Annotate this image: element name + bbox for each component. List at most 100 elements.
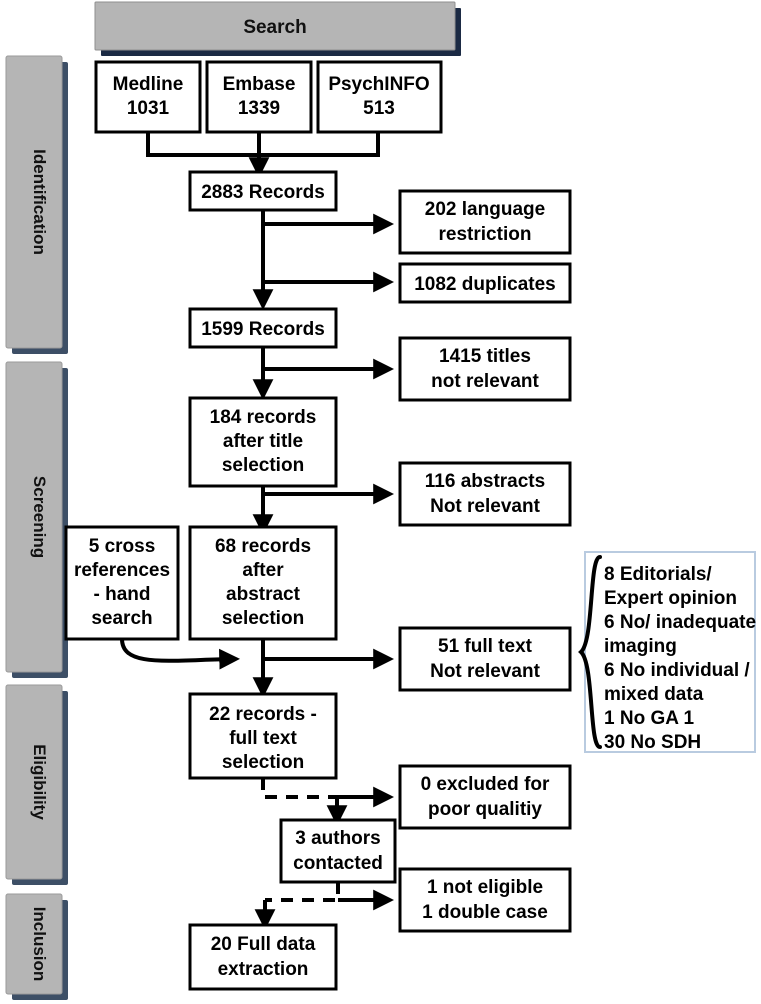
node-exclusion-fulltext-line1: 51 full text [438, 636, 533, 657]
node-final-extraction-line2: extraction [218, 959, 309, 980]
source-box-psychinfo-count: 513 [363, 98, 395, 119]
node-after-abstract-line3: abstract [226, 584, 301, 605]
node-exclusion-language: 202 language restriction [398, 189, 572, 255]
node-cross-references-line2: references [74, 560, 170, 581]
source-box-psychinfo-name: PsychINFO [328, 74, 429, 95]
node-exclusion-not-eligible-line2: 1 double case [422, 902, 548, 923]
node-cross-references-line1: 5 cross [89, 536, 156, 557]
node-exclusion-poor-quality-line1: 0 excluded for [421, 774, 550, 795]
node-cross-references-line4: search [91, 608, 152, 629]
node-exclusion-titles-line1: 1415 titles [439, 346, 531, 367]
node-exclusion-language-line1: 202 language [425, 199, 545, 220]
source-box-medline-count: 1031 [127, 98, 170, 119]
phase-label-eligibility: Eligibility [30, 744, 49, 820]
node-after-title-selection: 184 records after title selection [188, 396, 338, 488]
source-box-medline-rect [94, 60, 202, 134]
node-authors-contacted-line2: contacted [293, 853, 383, 874]
phase-label-inclusion: Inclusion [30, 907, 49, 982]
curly-brace-icon [578, 555, 602, 749]
node-records-after-dedup: 1599 Records [188, 307, 338, 349]
node-exclusion-poor-quality-rect [398, 764, 572, 830]
source-box-embase-count: 1339 [238, 98, 280, 119]
node-exclusion-abstracts-rect [398, 461, 572, 527]
exclusion-reason-line-2: Expert opinion [604, 588, 737, 609]
node-final-extraction-line1: 20 Full data [211, 934, 316, 955]
node-exclusion-fulltext: 51 full text Not relevant [398, 626, 572, 692]
connector-crossref-curve [120, 638, 240, 670]
node-fulltext-selection-line3: selection [222, 752, 304, 773]
node-cross-references-rect [64, 525, 180, 641]
node-exclusion-abstracts: 116 abstracts Not relevant [398, 461, 572, 527]
exclusion-reason-line-6: mixed data [604, 684, 704, 705]
node-exclusion-language-rect [398, 189, 572, 255]
connector-authors-to-final-dashed [265, 882, 340, 902]
node-after-abstract-line4: selection [222, 608, 304, 629]
exclusion-reason-line-5: 6 No individual / [604, 660, 750, 681]
search-header-band [94, 1, 456, 51]
node-exclusion-not-eligible-rect [398, 867, 572, 933]
node-records-total-rect [188, 170, 338, 212]
node-records-total-label: 2883 Records [201, 182, 325, 203]
node-exclusion-duplicates-rect [398, 262, 572, 304]
node-exclusion-abstracts-line2: Not relevant [430, 496, 540, 517]
node-exclusion-duplicates-line1: 1082 duplicates [414, 274, 556, 295]
node-cross-references: 5 cross references - hand search [64, 525, 180, 641]
node-after-abstract-line2: after [242, 560, 284, 581]
phase-band-identification-fill [5, 55, 63, 349]
node-exclusion-titles: 1415 titles not relevant [398, 336, 572, 402]
node-exclusion-not-eligible: 1 not eligible 1 double case [398, 867, 572, 933]
phase-band-inclusion: Inclusion [5, 893, 68, 1000]
source-box-psychinfo-rect [316, 60, 443, 134]
exclusion-reasons-panel-rect [584, 551, 756, 753]
node-exclusion-fulltext-rect [398, 626, 572, 692]
node-exclusion-titles-line2: not relevant [431, 371, 539, 392]
phase-band-eligibility-fill [5, 684, 63, 880]
source-box-embase: Embase 1339 [205, 60, 313, 134]
phase-label-identification: Identification [30, 149, 49, 255]
node-authors-contacted: 3 authors contacted [279, 818, 397, 884]
node-after-abstract-selection: 68 records after abstract selection [188, 525, 338, 641]
node-exclusion-poor-quality-line2: poor qualitiy [428, 799, 542, 820]
node-records-total: 2883 Records [188, 170, 338, 212]
node-exclusion-duplicates: 1082 duplicates [398, 262, 572, 304]
node-final-extraction-rect [188, 923, 338, 991]
exclusion-reason-line-8: 30 No SDH [604, 732, 701, 753]
node-exclusion-not-eligible-line1: 1 not eligible [427, 877, 543, 898]
node-exclusion-titles-rect [398, 336, 572, 402]
node-exclusion-fulltext-line2: Not relevant [430, 661, 540, 682]
node-records-after-dedup-label: 1599 Records [201, 319, 325, 340]
node-exclusion-poor-quality: 0 excluded for poor qualitiy [398, 764, 572, 830]
source-box-medline: Medline 1031 [94, 60, 202, 134]
node-exclusion-language-line2: restriction [439, 224, 532, 245]
node-final-extraction: 20 Full data extraction [188, 923, 338, 991]
node-after-abstract-line1: 68 records [215, 536, 311, 557]
exclusion-reason-line-4: imaging [604, 636, 677, 657]
search-header-label: Search [243, 17, 306, 38]
source-box-embase-rect [205, 60, 313, 134]
node-cross-references-line3: - hand [94, 584, 151, 605]
node-after-title-line3: selection [222, 455, 304, 476]
node-fulltext-selection-line2: full text [229, 728, 297, 749]
exclusion-reasons-panel: 8 Editorials/ Expert opinion 6 No/ inade… [578, 551, 756, 753]
search-header: Search [94, 1, 461, 56]
node-fulltext-selection-line1: 22 records - [209, 704, 317, 725]
phase-label-screening: Screening [30, 476, 49, 558]
source-box-psychinfo: PsychINFO 513 [316, 60, 443, 134]
node-after-title-line1: 184 records [210, 407, 317, 428]
exclusion-reason-line-1: 8 Editorials/ [604, 564, 712, 585]
phase-band-screening-fill [5, 361, 63, 673]
node-fulltext-selection-rect [188, 692, 338, 780]
phase-band-eligibility: Eligibility [5, 684, 68, 885]
source-box-embase-name: Embase [223, 74, 296, 95]
exclusion-reason-line-3: 6 No/ inadequate [604, 612, 756, 633]
phase-band-screening: Screening [5, 361, 68, 678]
node-fulltext-selection: 22 records - full text selection [188, 692, 338, 780]
node-authors-contacted-line1: 3 authors [295, 828, 381, 849]
connector-sources-merge [146, 132, 380, 157]
node-exclusion-abstracts-line1: 116 abstracts [425, 471, 545, 492]
source-box-medline-name: Medline [113, 74, 184, 95]
node-authors-contacted-rect [279, 818, 397, 884]
phase-band-inclusion-fill [5, 893, 63, 995]
phase-band-identification: Identification [5, 55, 68, 354]
